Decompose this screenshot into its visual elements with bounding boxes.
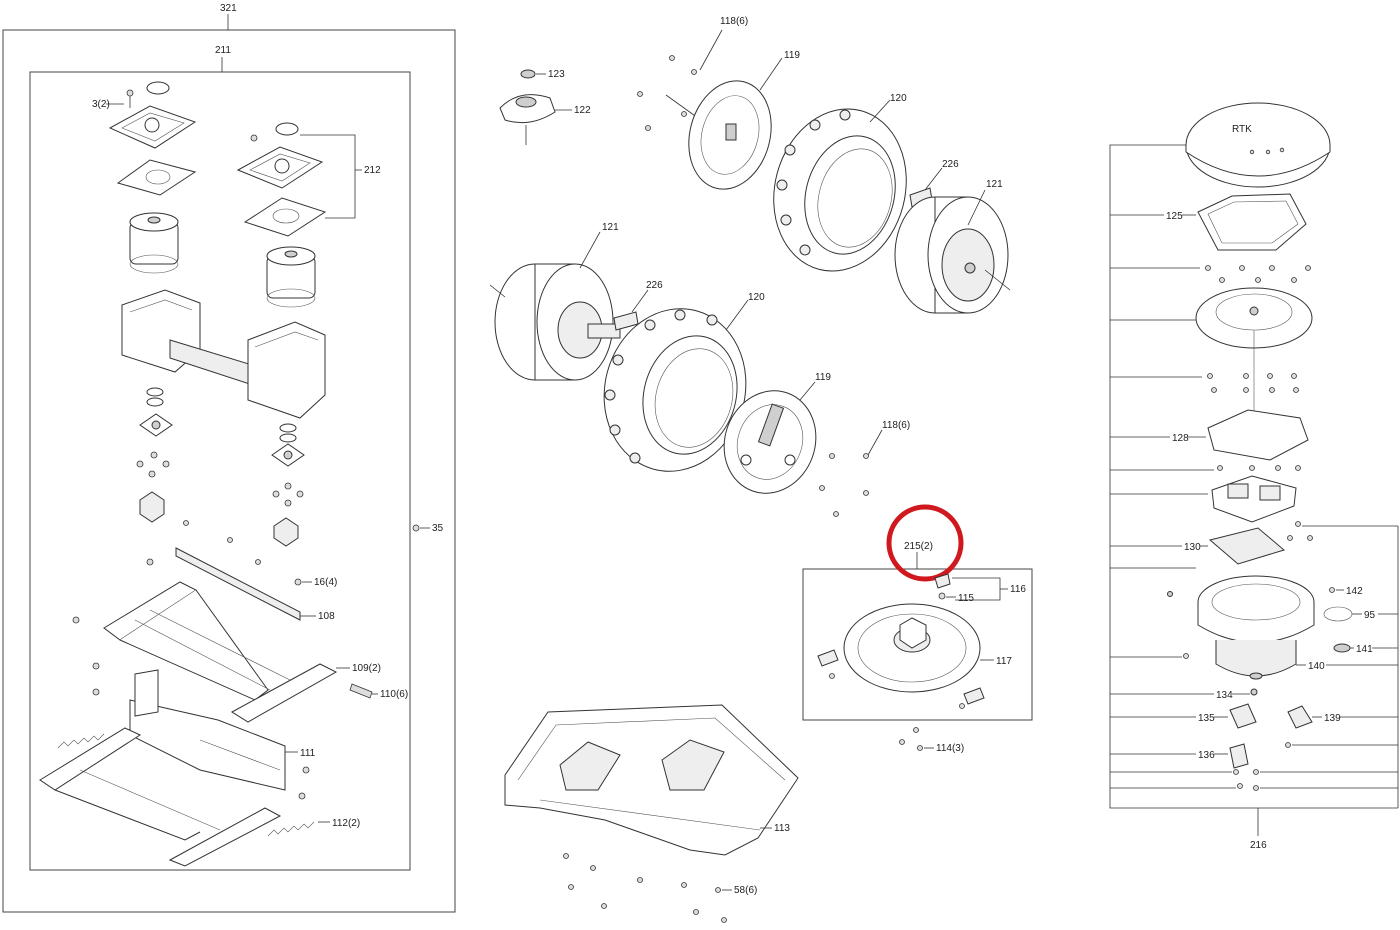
label-111: 111 <box>300 748 316 759</box>
label-115: 115 <box>958 593 974 604</box>
mount-right-stack <box>271 423 305 547</box>
label-119-lower: 119 <box>815 372 831 383</box>
wheel-motor-upper <box>894 196 1011 314</box>
label-216: 216 <box>1250 840 1267 851</box>
label-134: 134 <box>1216 690 1233 701</box>
label-123: 123 <box>548 69 565 80</box>
label-141: 141 <box>1356 644 1373 655</box>
label-211: 211 <box>215 45 231 56</box>
label-139: 139 <box>1324 713 1341 724</box>
screws-58 <box>563 853 727 923</box>
nut-icon <box>520 69 536 79</box>
pcb-plate-128 <box>1207 409 1309 461</box>
connector-136 <box>1229 743 1249 769</box>
motor-icon <box>129 212 179 274</box>
label-321: 321 <box>220 3 237 14</box>
screw-icon <box>938 592 946 600</box>
washer-icon <box>275 122 299 136</box>
antenna-gasket <box>1197 193 1307 251</box>
label-35: 35 <box>432 523 444 534</box>
plug-icon <box>1167 591 1173 597</box>
frame-215 <box>802 568 1033 721</box>
label-121-lower: 121 <box>602 222 619 233</box>
label-118-6-lower: 118(6) <box>882 420 910 431</box>
tire-lower <box>603 308 747 472</box>
label-116: 116 <box>1010 584 1026 595</box>
label-110-6: 110(6) <box>380 689 408 700</box>
motor-bracket <box>121 289 326 419</box>
tire-upper <box>773 108 907 272</box>
label-112-2: 112(2) <box>332 818 360 829</box>
label-128: 128 <box>1172 433 1189 444</box>
label-16-4: 16(4) <box>314 577 337 588</box>
label-3-2: 3(2) <box>92 99 110 110</box>
circuit-board <box>1211 475 1297 523</box>
label-135: 135 <box>1198 713 1215 724</box>
label-109-2: 109(2) <box>352 663 381 674</box>
hub-cap-icon <box>499 94 556 145</box>
frame-321 <box>2 29 456 913</box>
label-58-6: 58(6) <box>734 885 757 896</box>
label-113: 113 <box>774 823 790 834</box>
label-122: 122 <box>574 105 591 116</box>
label-120-lower: 120 <box>748 292 765 303</box>
rtk-logo-text: RTK <box>1232 124 1252 135</box>
label-125: 125 <box>1166 211 1183 222</box>
washer-icon <box>146 81 170 95</box>
wheel-motor-lower <box>489 263 621 381</box>
bolt-icon <box>349 683 373 699</box>
wheel-cover-disc-lower <box>723 390 817 494</box>
label-121-upper: 121 <box>986 179 1003 190</box>
grommet-icon <box>1250 688 1258 696</box>
screw-icon <box>126 89 134 108</box>
label-226-upper: 226 <box>942 159 959 170</box>
label-142: 142 <box>1346 586 1363 597</box>
highlight-circle <box>886 504 964 582</box>
label-130: 130 <box>1184 542 1201 553</box>
label-108: 108 <box>318 611 335 622</box>
mount-left-stack <box>136 387 173 523</box>
wheel-cover-disc-upper <box>688 80 772 190</box>
assembly-215: 215(2) 116 115 117 114(3) <box>802 504 1033 754</box>
label-140: 140 <box>1308 661 1325 672</box>
label-212: 212 <box>364 165 381 176</box>
rail-108 <box>175 547 301 621</box>
label-215-2: 215(2) <box>904 541 933 552</box>
rtk-antenna-cover: RTK <box>1185 102 1331 188</box>
label-114-3: 114(3) <box>936 743 964 754</box>
motor-icon <box>266 246 316 308</box>
blade-screw-plate <box>934 573 951 589</box>
sensor-139 <box>1287 705 1313 729</box>
chassis-frame-upper <box>72 558 338 723</box>
screw-icon <box>412 524 420 532</box>
label-95: 95 <box>1364 610 1376 621</box>
assembly-216: 216 RTK 125 <box>1109 102 1399 851</box>
wheel-assembly: 123 122 118(6) 119 <box>489 16 1011 517</box>
label-226-lower: 226 <box>646 280 663 291</box>
assembly-321: 321 211 3(2) 212 <box>2 3 456 913</box>
spring-icon <box>57 733 315 837</box>
label-120-upper: 120 <box>890 93 907 104</box>
label-119-upper: 119 <box>784 50 800 61</box>
label-117: 117 <box>996 656 1012 667</box>
gasket-icon <box>243 197 327 237</box>
connector-135 <box>1229 703 1257 729</box>
rtk-base-housing <box>1197 575 1315 680</box>
washer-icon <box>1323 606 1353 622</box>
module-130 <box>1208 527 1286 565</box>
frame-211 <box>29 71 411 871</box>
cap-icon <box>1333 643 1351 653</box>
screw-icon <box>250 134 258 142</box>
chassis-frame-lower <box>39 669 286 867</box>
gasket-icon <box>116 159 197 196</box>
label-118-6-upper: 118(6) <box>720 16 748 27</box>
cutting-disc <box>817 603 985 709</box>
screw-icon <box>294 578 302 586</box>
label-136: 136 <box>1198 750 1215 761</box>
skid-plate <box>504 704 799 856</box>
